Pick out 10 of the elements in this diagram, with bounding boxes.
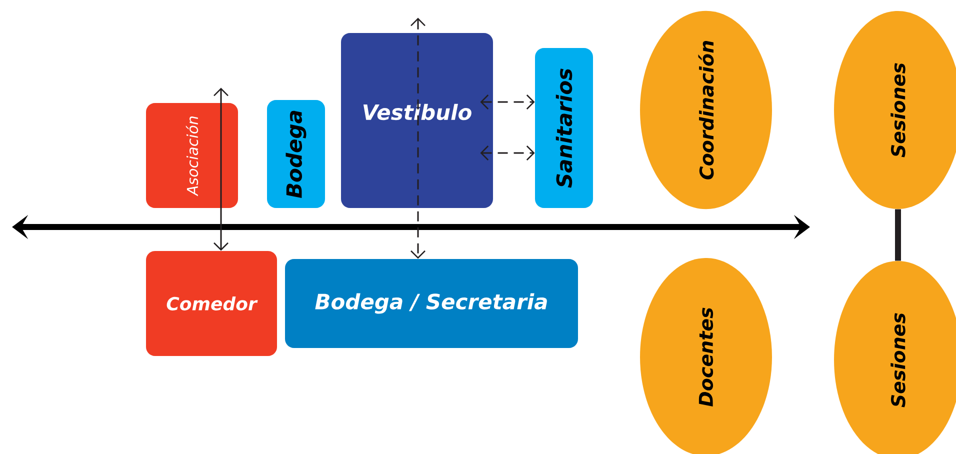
- room-box: Bodega: [267, 100, 325, 208]
- arrow: [410, 18, 426, 259]
- room-box: Bodega / Secretaria: [285, 259, 578, 348]
- arrow: [480, 94, 535, 110]
- room-box: Sanitarios: [535, 48, 593, 208]
- room-box: Asociación: [146, 103, 238, 208]
- room-box: Comedor: [146, 251, 277, 356]
- arrow: [214, 88, 228, 251]
- arrow: [480, 146, 535, 160]
- room-box: Vestibulo: [341, 33, 493, 208]
